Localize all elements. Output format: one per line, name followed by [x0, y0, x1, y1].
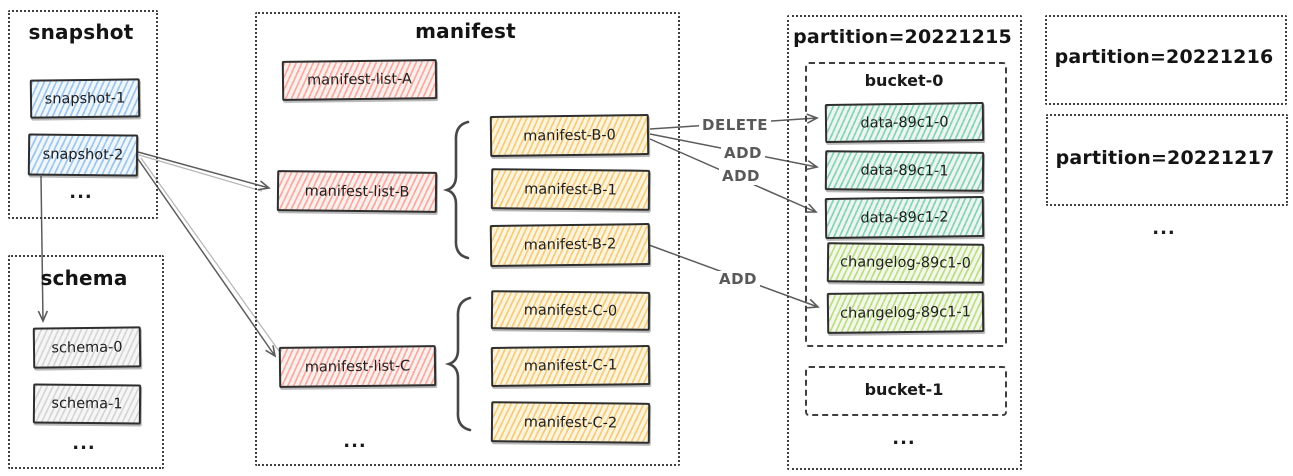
data-89c1-2-node: data-89c1-2 [824, 196, 985, 239]
bucket-0-title: bucket-0 [864, 71, 944, 90]
snapshot-2-node: snapshot-2 [27, 133, 139, 177]
edge-label-delete: DELETE [699, 117, 771, 134]
data-89c1-2-label: data-89c1-2 [860, 208, 949, 227]
manifest-list-c-node: manifest-list-C [278, 345, 437, 388]
bucket-1-title: bucket-1 [864, 380, 944, 399]
manifest-list-c-label: manifest-list-C [304, 357, 411, 376]
schema-group-box [8, 255, 164, 469]
snapshot-group-box [8, 10, 158, 219]
schema-0-label: schema-0 [51, 339, 123, 356]
manifest-c-0-label: manifest-C-0 [523, 302, 618, 319]
schema-1-label: schema-1 [51, 395, 123, 413]
partition-20221217-title: partition=20221217 [1055, 147, 1275, 169]
partition-20221215-title: partition=20221215 [793, 26, 1012, 48]
schema-group-title: schema [40, 266, 128, 290]
manifest-c-2-label: manifest-C-2 [523, 414, 618, 431]
manifest-list-b-node: manifest-list-B [276, 170, 438, 213]
bucket-1-box [805, 366, 1007, 416]
manifest-c-0-node: manifest-C-0 [490, 290, 651, 331]
changelog-89c1-0-node: changelog-89c1-0 [826, 242, 985, 284]
partition-20221216-box [1045, 15, 1287, 105]
manifest-list-b-label: manifest-list-B [304, 182, 410, 201]
edge-label-add-3: ADD [716, 271, 761, 288]
snapshot-2-label: snapshot-2 [42, 146, 124, 164]
other-partitions-ellipsis: ... [1152, 218, 1176, 239]
schema-1-node: schema-1 [32, 383, 142, 425]
partition-20221216-title: partition=20221216 [1054, 46, 1274, 68]
bucket-0-box [805, 62, 1007, 347]
manifest-c-2-node: manifest-C-2 [490, 401, 651, 444]
edge-label-add-1: ADD [721, 145, 766, 162]
manifest-c-1-node: manifest-C-1 [490, 345, 651, 387]
manifest-group-title: manifest [415, 19, 516, 43]
schema-0-node: schema-0 [32, 326, 142, 369]
changelog-89c1-1-node: changelog-89c1-1 [826, 291, 985, 334]
manifest-b-2-node: manifest-B-2 [489, 223, 651, 267]
snapshot-1-label: snapshot-1 [44, 90, 126, 107]
manifest-b-1-label: manifest-B-1 [524, 181, 617, 198]
manifest-b-2-label: manifest-B-2 [523, 236, 617, 254]
manifest-ellipsis: ... [343, 431, 367, 452]
edge-label-add-2: ADD [719, 168, 764, 185]
manifest-group-box [255, 12, 680, 466]
partition-20221215-ellipsis: ... [892, 428, 916, 449]
manifest-list-a-label: manifest-list-A [306, 71, 413, 89]
manifest-b-0-label: manifest-B-0 [523, 126, 616, 145]
manifest-c-1-label: manifest-C-1 [523, 357, 618, 375]
changelog-89c1-0-label: changelog-89c1-0 [840, 254, 971, 272]
data-89c1-0-node: data-89c1-0 [824, 102, 985, 143]
data-89c1-0-label: data-89c1-0 [860, 113, 949, 132]
snapshot-1-node: snapshot-1 [29, 78, 141, 119]
snapshot-group-title: snapshot [28, 20, 134, 44]
data-89c1-1-node: data-89c1-1 [824, 150, 985, 192]
manifest-list-a-node: manifest-list-A [281, 59, 438, 101]
schema-ellipsis: ... [72, 433, 96, 454]
manifest-b-1-node: manifest-B-1 [490, 168, 651, 211]
manifest-b-0-node: manifest-B-0 [489, 114, 650, 157]
data-89c1-1-label: data-89c1-1 [860, 162, 949, 180]
changelog-89c1-1-label: changelog-89c1-1 [840, 303, 971, 322]
snapshot-ellipsis: ... [69, 182, 93, 203]
partition-20221217-box [1046, 114, 1288, 206]
partition-20221215-box [787, 15, 1022, 470]
